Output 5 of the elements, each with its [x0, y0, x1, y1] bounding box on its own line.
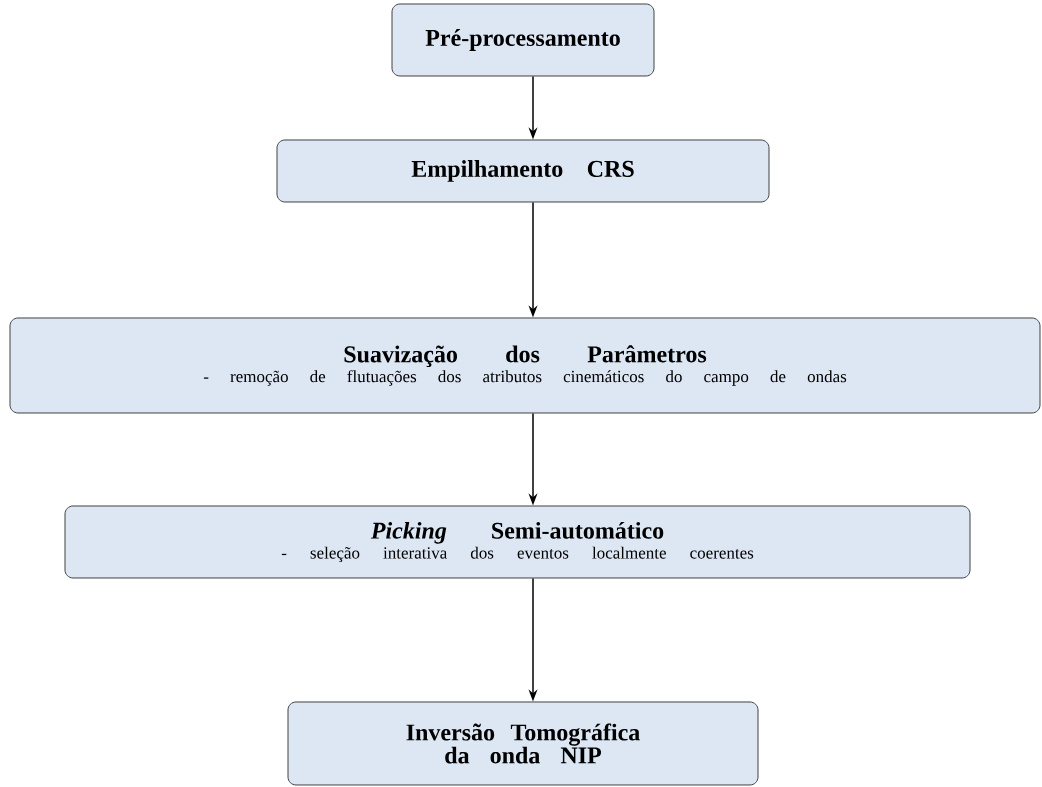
process-box: Inversão Tomográfica da onda NIP [287, 701, 759, 786]
process-box: Empilhamento CRS [276, 139, 770, 203]
process-box: Suavização dos Parâmetros - remoção de flutuações dos atributos cinemáticos do campo de ondas [9, 317, 1041, 414]
process-box: Picking Semi-automático - seleção interativa dos eventos localmente coerentes [64, 505, 971, 579]
process-box: Pré-processamento [391, 3, 655, 77]
